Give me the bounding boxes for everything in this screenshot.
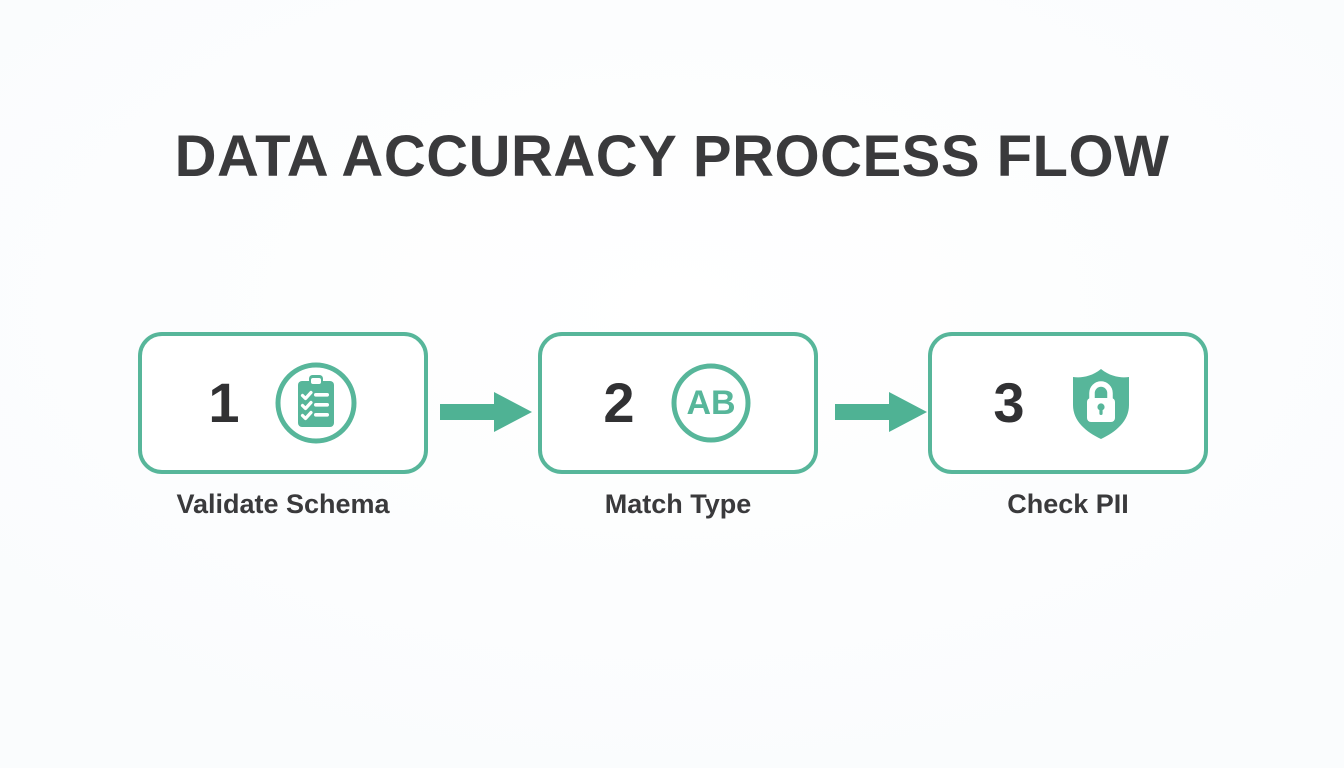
step-card-3[interactable]: 3 bbox=[928, 332, 1208, 474]
step-card-3-content: 3 bbox=[993, 361, 1142, 445]
step-number-2: 2 bbox=[603, 371, 635, 434]
step-number-1: 1 bbox=[208, 371, 240, 434]
step-label-3: Check PII bbox=[1007, 489, 1129, 519]
shield-lock-icon bbox=[1059, 361, 1143, 445]
page-title: DATA ACCURACY PROCESS FLOW bbox=[174, 124, 1170, 189]
step-card-1[interactable]: 1 bbox=[138, 332, 428, 474]
step-card-2-content: 2 AB bbox=[603, 361, 752, 445]
ab-circle-icon: AB bbox=[669, 361, 753, 445]
arrow-1-to-2-icon bbox=[440, 390, 532, 434]
step-card-2[interactable]: 2 AB bbox=[538, 332, 818, 474]
arrow-2-to-3-icon bbox=[835, 390, 927, 434]
ab-icon-text: AB bbox=[686, 384, 735, 422]
step-number-3: 3 bbox=[993, 371, 1025, 434]
step-label-2: Match Type bbox=[604, 489, 752, 519]
step-labels-row: Validate Schema Match Type Check PII bbox=[138, 489, 1208, 534]
process-flow-row: 1 bbox=[138, 332, 1208, 474]
step-label-1: Validate Schema bbox=[176, 489, 390, 519]
clipboard-checklist-icon bbox=[274, 361, 358, 445]
step-card-1-content: 1 bbox=[208, 361, 357, 445]
